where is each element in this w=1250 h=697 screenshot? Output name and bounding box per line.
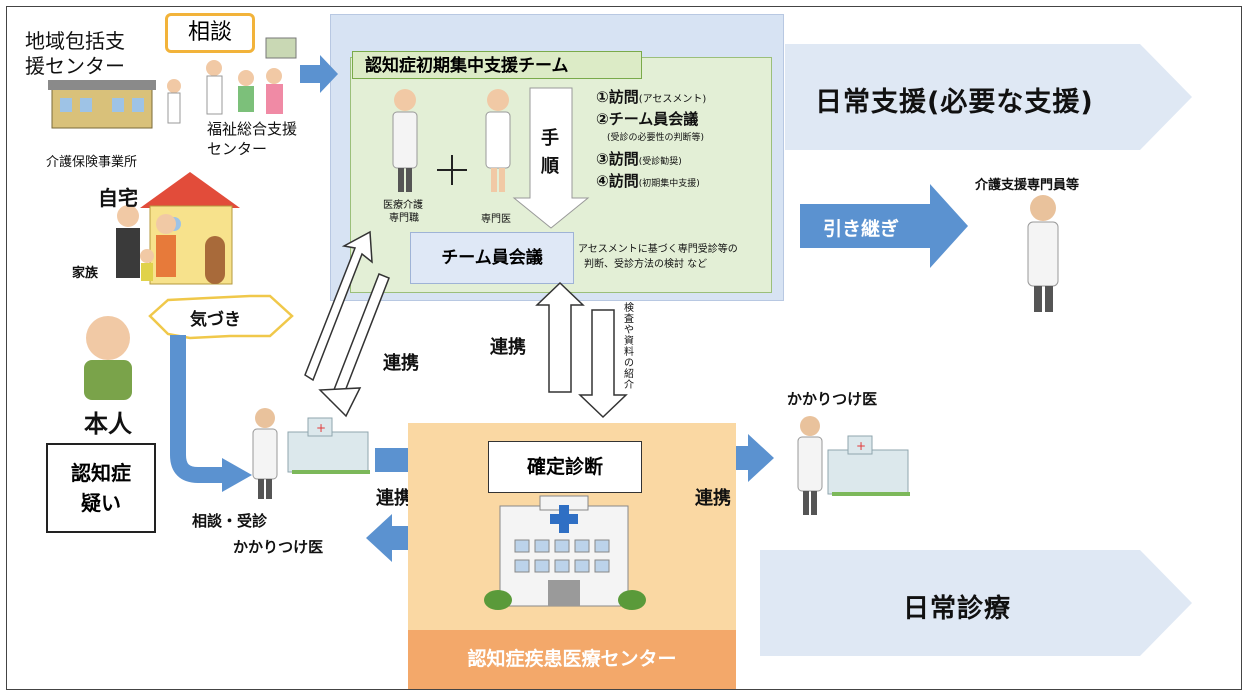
daily-support-label: 日常支援(必要な支援) — [815, 87, 1094, 118]
exam-referral-label: 検 査 や 資 料 の 紹 介 — [623, 303, 635, 391]
home-label: 自宅 — [98, 186, 138, 210]
to-team-arrow — [300, 55, 338, 93]
left-gp-clinic: + — [287, 417, 370, 474]
exam-char-2: 査 — [624, 314, 634, 325]
care-office-label: 介護保険事業所 — [46, 155, 138, 170]
care-professional-figure — [392, 89, 418, 192]
team-center-down-arrow — [578, 309, 628, 419]
welfare-center-line1: 福祉総合支援 — [207, 120, 298, 138]
suspect-box: 認知症 疑い — [46, 443, 156, 533]
suspect-line2: 疑い — [81, 491, 121, 515]
consult-visit-label: 相談・受診 — [192, 512, 268, 530]
team-meeting-box: チーム員会議 — [410, 232, 574, 284]
diagnosis-box: 確定診断 — [488, 441, 642, 493]
family-figures — [116, 205, 176, 281]
team-center-up-arrow — [535, 281, 585, 393]
procedure-char-2: 順 — [541, 156, 559, 177]
care-manager-label: 介護支援専門員等 — [975, 178, 1080, 193]
team-title: 認知症初期集中支援チーム — [352, 51, 642, 79]
left-flow-arrow — [170, 335, 252, 492]
exam-char-5: 料 — [624, 347, 634, 358]
svg-text:+: + — [316, 421, 326, 435]
team-left-double-arrow — [304, 230, 390, 418]
right-gp-clinic: + — [827, 435, 910, 496]
exam-char-1: 検 — [624, 303, 634, 314]
exam-char-6: の — [624, 358, 634, 369]
step-2-note: (受診の必要性の判断等) — [607, 133, 705, 143]
daily-support-chevron — [785, 44, 1192, 150]
left-gp-doctor — [252, 408, 278, 499]
coop-left-label: 連携 — [383, 353, 419, 374]
team-doc2-label: 専門医 — [481, 214, 511, 225]
family-label: 家族 — [72, 266, 99, 281]
meeting-note-2: 判断、受診方法の検討 など — [584, 259, 708, 270]
daily-care-chevron — [760, 550, 1192, 656]
welfare-building — [265, 37, 297, 59]
coop-mid-label: 連携 — [490, 337, 526, 358]
team-doc1-label-2: 専門職 — [389, 213, 419, 224]
step-4: ④訪問(初期集中支援) — [596, 172, 700, 190]
gp-right-label: かかりつけ医 — [787, 390, 878, 408]
specialist-figure — [485, 89, 511, 192]
welfare-center-line2: センター — [207, 140, 268, 158]
coop-bottom-right-label: 連携 — [695, 488, 731, 509]
gp-left-label: かかりつけ医 — [233, 538, 324, 556]
patient-figure — [84, 316, 132, 400]
handover-label: 引き継ぎ — [823, 218, 900, 240]
community-building — [48, 80, 156, 129]
person-label: 本人 — [84, 410, 132, 438]
notice-label: 気づき — [190, 310, 241, 330]
team-doc1-label-1: 医療介護 — [383, 200, 423, 211]
consult-box: 相談 — [165, 13, 255, 53]
exam-char-4: 資 — [624, 336, 634, 347]
medical-center-name: 認知症疾患医療センター — [408, 630, 736, 689]
step-2: ②チーム員会議 — [596, 110, 699, 128]
exam-char-8: 介 — [624, 380, 634, 391]
staff-figures — [167, 60, 283, 124]
exam-char-7: 紹 — [624, 369, 634, 380]
suspect-line1: 認知症 — [71, 461, 131, 485]
diagram-frame — [6, 6, 1242, 690]
svg-text:+: + — [856, 439, 866, 453]
meeting-note-1: アセスメントに基づく専門受診等の — [578, 244, 738, 255]
right-gp-doctor — [797, 416, 823, 515]
community-center-line2: 援センター — [25, 54, 125, 78]
community-center-line1: 地域包括支 — [25, 29, 125, 53]
step-1: ①訪問(アセスメント) — [596, 88, 707, 106]
procedure-char-1: 手 — [541, 128, 559, 149]
coop-bottom-left-label: 連携 — [376, 488, 412, 509]
exam-char-3: や — [624, 325, 634, 336]
daily-care-label: 日常診療 — [903, 594, 1012, 624]
step-3: ③訪問(受診勧奨) — [596, 150, 682, 168]
